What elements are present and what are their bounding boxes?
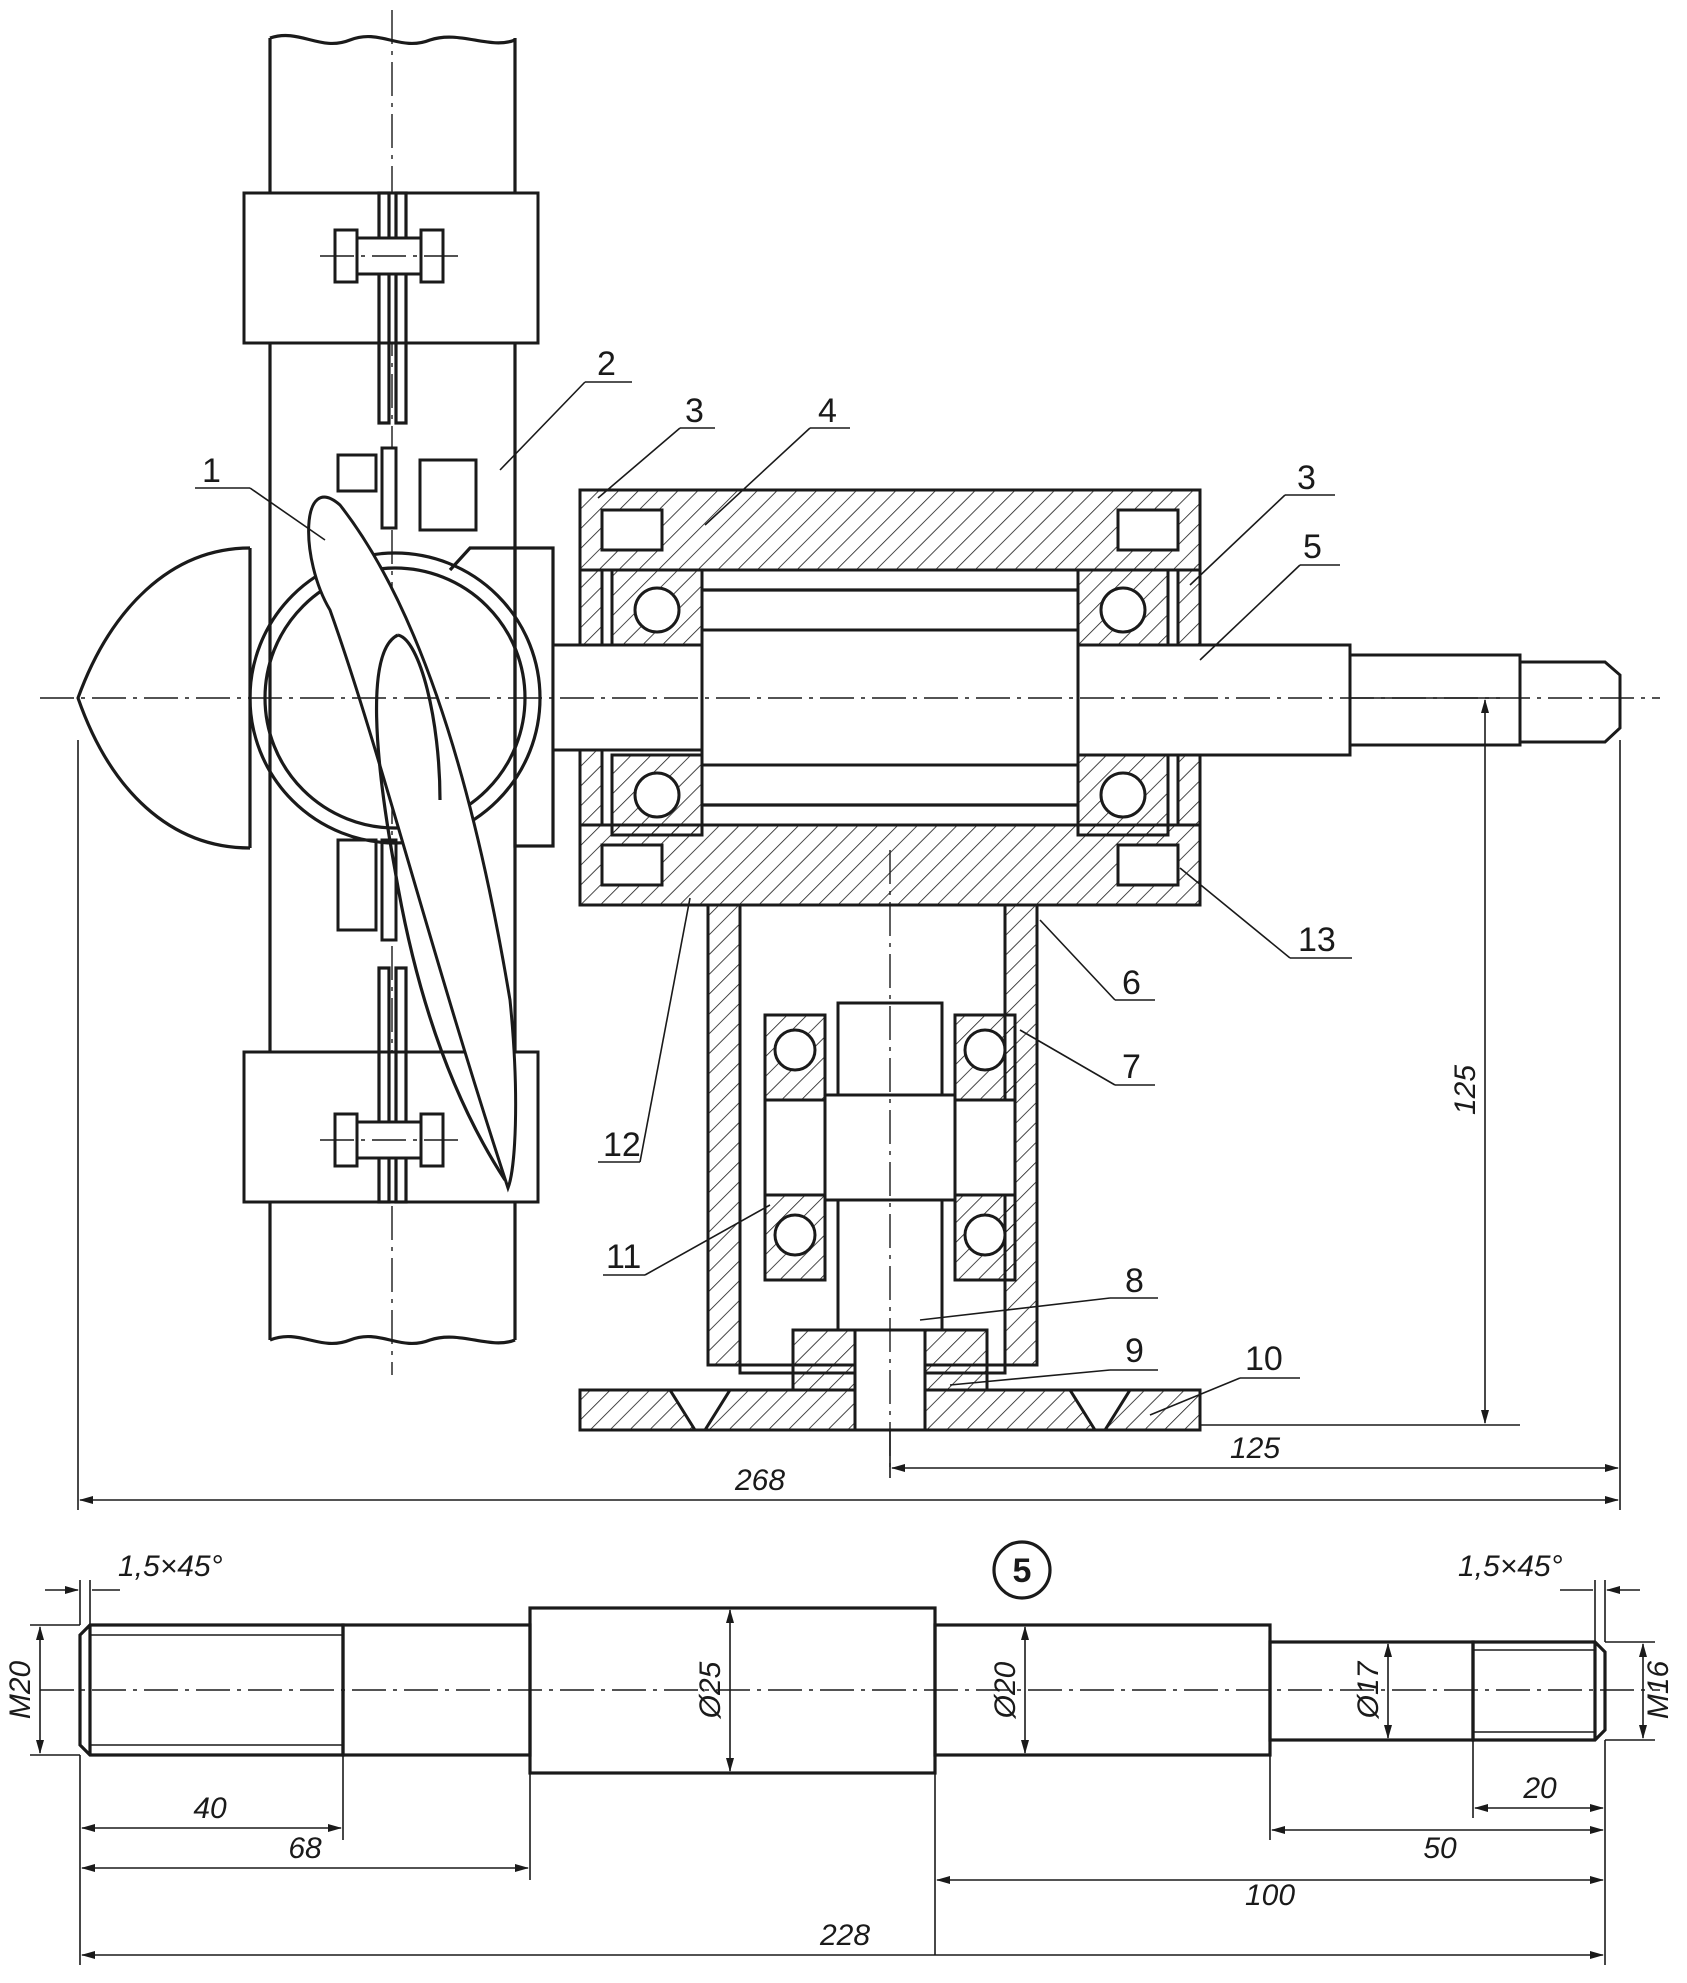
chamfer-left: 1,5×45°: [118, 1550, 223, 1583]
middle-bolts: [336, 446, 478, 942]
overall-width-dimension: 268: [734, 1464, 785, 1497]
label-part-1: 1: [202, 452, 221, 490]
left-to-collar-length: 68: [288, 1832, 322, 1865]
height-dimension: 125: [1449, 1065, 1482, 1115]
label-part-11: 11: [606, 1238, 641, 1276]
label-part-3-left: 3: [685, 392, 704, 430]
fan-blade: [307, 495, 518, 1193]
left-thread-length: 40: [193, 1792, 227, 1825]
housing-bearings: [610, 568, 1170, 837]
right-thread-length: 20: [1522, 1772, 1557, 1805]
step-diameter: Ø17: [1352, 1660, 1385, 1719]
label-part-6: 6: [1122, 964, 1141, 1002]
shaft-detail-view: 5 M20 Ø25 Ø20 Ø17 M16 1,: [4, 1540, 1675, 1965]
thread-right-diameter: M16: [1642, 1661, 1675, 1720]
offset-dimension: 125: [1230, 1432, 1280, 1465]
upper-clamp: [242, 191, 540, 425]
label-part-10: 10: [1245, 1340, 1283, 1378]
detail-callout-number: 5: [1013, 1552, 1032, 1590]
label-part-3-right: 3: [1297, 459, 1316, 497]
detail-callout-circle: [992, 1540, 1052, 1600]
collar-to-end-length: 100: [1245, 1879, 1295, 1912]
label-part-12: 12: [603, 1126, 641, 1164]
label-part-4: 4: [818, 392, 837, 430]
part-callouts: 1 2 3 4 3 5 13 6 7: [195, 345, 1352, 1416]
label-part-7: 7: [1122, 1048, 1141, 1086]
label-part-2: 2: [597, 345, 616, 383]
main-shaft: [40, 628, 1660, 767]
collar-diameter: Ø25: [694, 1661, 727, 1719]
thread-left-diameter: M20: [4, 1661, 37, 1720]
label-part-9: 9: [1125, 1332, 1144, 1370]
overall-shaft-length: 228: [819, 1919, 870, 1952]
assembly-view: 125 125 268 1 2 3 4 3 5 13: [40, 10, 1660, 1510]
label-part-13: 13: [1298, 921, 1336, 959]
label-part-8: 8: [1125, 1262, 1144, 1300]
right-step-length: 50: [1423, 1832, 1457, 1865]
chamfer-right: 1,5×45°: [1458, 1550, 1563, 1583]
label-part-5: 5: [1303, 528, 1322, 566]
base-plate: [578, 1328, 1202, 1432]
assembly-dimensions: 125 125 268: [77, 697, 1621, 1510]
journal-diameter: Ø20: [989, 1661, 1022, 1719]
lower-bearings: [763, 1013, 1017, 1282]
